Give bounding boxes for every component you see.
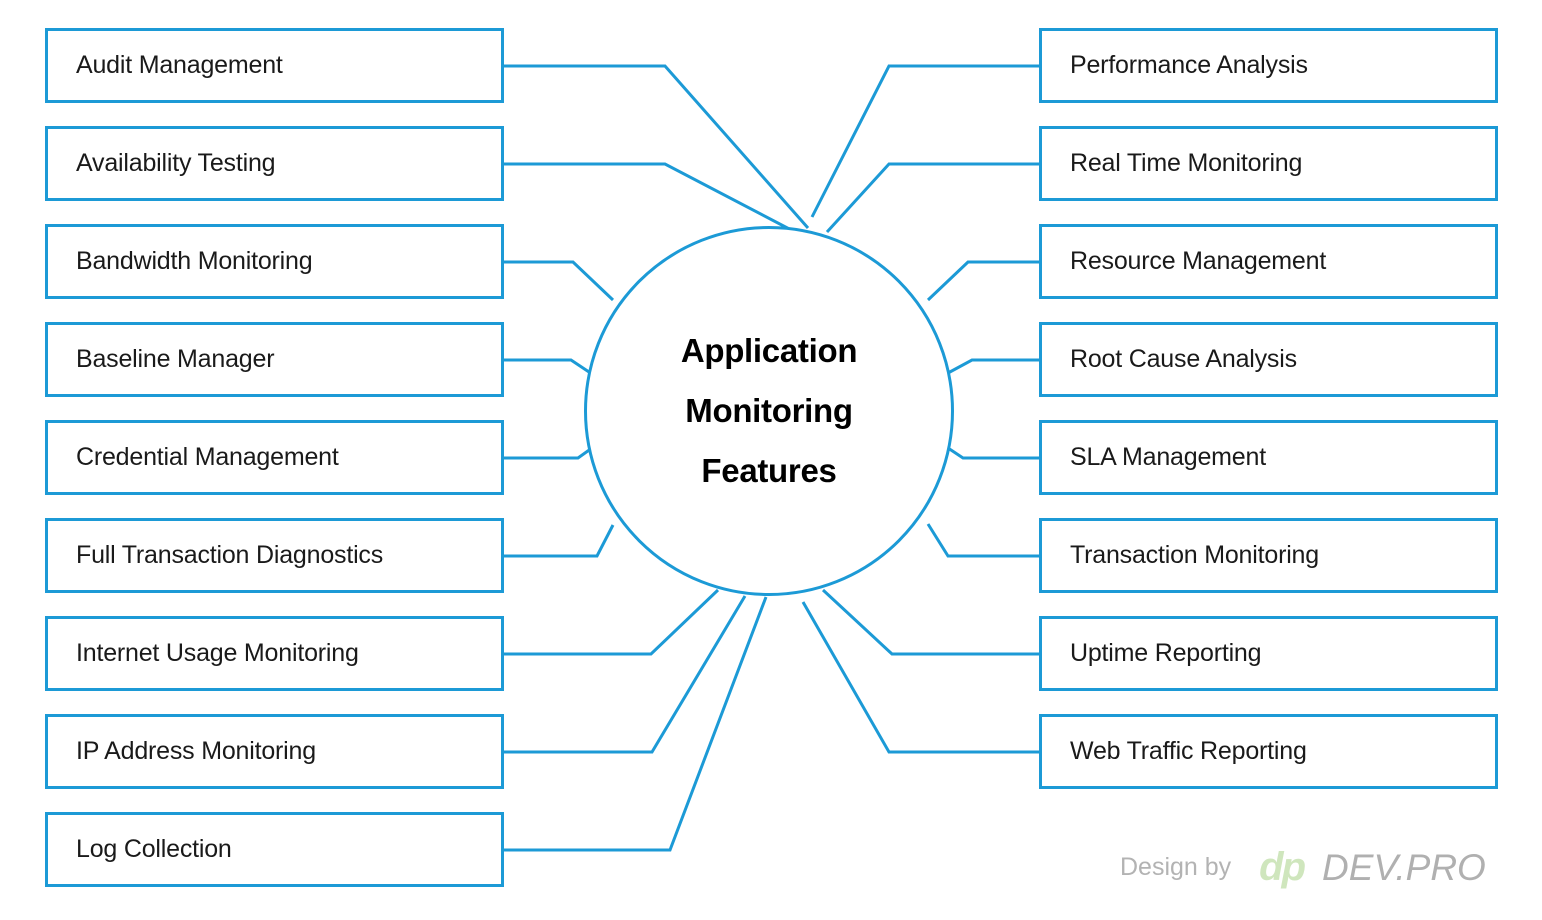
node-left-1-label: Audit Management [76,51,283,79]
hub-title-line-1: Application [680,331,858,369]
spoke-right-7 [821,588,1039,656]
node-left-7-label: Internet Usage Monitoring [76,639,359,667]
node-left-3[interactable]: Bandwidth Monitoring [45,224,504,299]
node-right-6[interactable]: Transaction Monitoring [1039,518,1498,593]
node-left-3-label: Bandwidth Monitoring [76,247,313,275]
node-right-5[interactable]: SLA Management [1039,420,1498,495]
node-right-2[interactable]: Real Time Monitoring [1039,126,1498,201]
node-left-6[interactable]: Full Transaction Diagnostics [45,518,504,593]
node-left-8-label: IP Address Monitoring [76,737,316,765]
node-right-8[interactable]: Web Traffic Reporting [1039,714,1498,789]
spoke-right-4 [947,358,1039,375]
node-left-9-label: Log Collection [76,835,232,863]
node-right-2-label: Real Time Monitoring [1070,149,1303,177]
spoke-left-6 [504,524,615,558]
spoke-left-2 [504,162,798,235]
node-left-4-label: Baseline Manager [76,345,275,373]
node-right-7[interactable]: Uptime Reporting [1039,616,1498,691]
hub-title-line-3: Features [701,452,837,490]
spoke-right-1 [810,64,1039,218]
hub-title-line-2: Monitoring [685,391,853,429]
node-right-5-label: SLA Management [1070,443,1266,471]
spoke-right-8 [801,601,1039,754]
spoke-left-7 [504,588,720,656]
node-right-4-label: Root Cause Analysis [1070,345,1297,373]
node-right-7-label: Uptime Reporting [1070,639,1262,667]
node-left-1[interactable]: Audit Management [45,28,504,103]
node-right-3-label: Resource Management [1070,247,1327,275]
node-left-5-label: Credential Management [76,443,339,471]
node-right-1-label: Performance Analysis [1070,51,1308,79]
spoke-left-9 [504,596,768,852]
spoke-left-4 [504,358,593,376]
design-by-label: Design by [1120,853,1232,881]
spoke-right-5 [947,446,1039,460]
node-left-4[interactable]: Baseline Manager [45,322,504,397]
spoke-left-3 [504,260,615,302]
spoke-right-3 [926,260,1039,302]
devpro-logo-wordmark: DEV.PRO [1322,846,1486,888]
node-left-9[interactable]: Log Collection [45,812,504,887]
spoke-left-8 [504,595,747,754]
node-left-7[interactable]: Internet Usage Monitoring [45,616,504,691]
spoke-left-5 [504,446,593,460]
node-left-5[interactable]: Credential Management [45,420,504,495]
node-right-6-label: Transaction Monitoring [1070,541,1319,569]
node-left-6-label: Full Transaction Diagnostics [76,541,384,569]
spoke-right-2 [825,162,1039,234]
node-left-8[interactable]: IP Address Monitoring [45,714,504,789]
hub-circle: Application Monitoring Features [584,226,954,596]
node-right-4[interactable]: Root Cause Analysis [1039,322,1498,397]
node-right-3[interactable]: Resource Management [1039,224,1498,299]
node-right-1[interactable]: Performance Analysis [1039,28,1498,103]
node-left-2-label: Availability Testing [76,149,276,177]
spoke-right-6 [926,523,1039,558]
node-left-2[interactable]: Availability Testing [45,126,504,201]
spoke-left-1 [504,64,810,229]
node-right-8-label: Web Traffic Reporting [1070,737,1307,765]
design-credit: Design by dp DEV.PRO [1120,845,1486,890]
devpro-logo-icon: dp [1259,845,1306,889]
